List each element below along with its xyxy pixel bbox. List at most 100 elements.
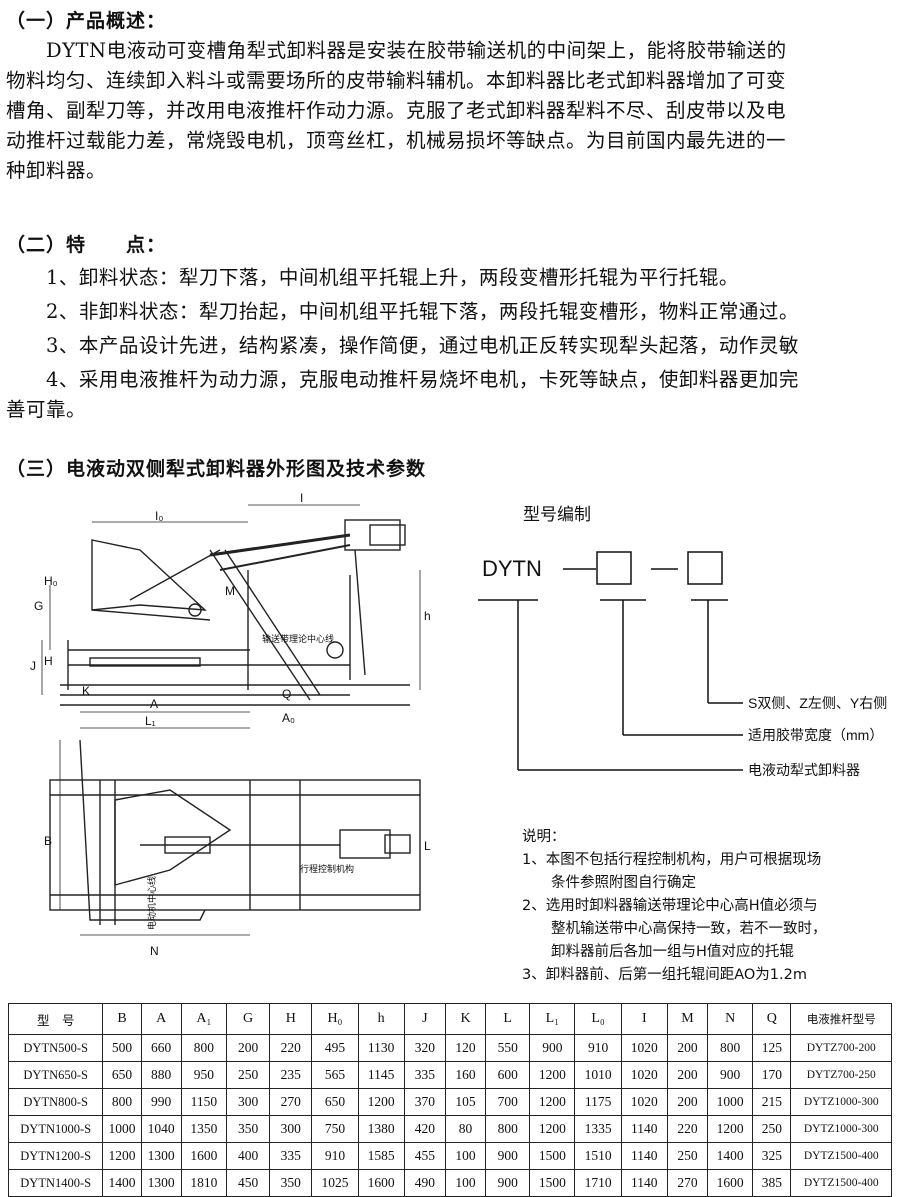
dim-label-L: L [424, 839, 431, 853]
table-cell: 1140 [620, 1115, 668, 1143]
table-cell: 700 [485, 1088, 531, 1116]
feature-item-continuation: 善可靠。 [6, 398, 87, 421]
table-cell: 160 [444, 1061, 487, 1089]
table-cell: 350 [225, 1115, 271, 1143]
table-cell: 495 [311, 1034, 359, 1062]
table-cell: 1200 [357, 1088, 405, 1116]
actuator-model-cell: DYTZ1500-400 [790, 1142, 892, 1170]
notes-block: 说明： 1、本图不包括行程控制机构，用户可根据现场 条件参照附图自行确定 2、选… [522, 826, 892, 987]
table-header-cell: I [620, 1003, 668, 1035]
overview-line: DYTN电液动可变槽角犁式卸料器是安装在胶带输送机的中间架上，能将胶带输送的 [46, 39, 787, 62]
dim-label-K: K [82, 684, 90, 698]
model-cell: DYTN1400-S [7, 1169, 104, 1197]
table-cell: 910 [574, 1034, 622, 1062]
table-cell: 100 [444, 1142, 487, 1170]
model-code-prefix: DYTN [482, 556, 542, 581]
table-cell: 335 [269, 1142, 313, 1170]
table-cell: 1510 [574, 1142, 622, 1170]
table-cell: 900 [485, 1169, 531, 1197]
actuator-model-cell: DYTZ700-250 [790, 1061, 892, 1089]
table-cell: 900 [529, 1034, 576, 1062]
table-header-cell: N [707, 1003, 754, 1035]
table-cell: 800 [707, 1034, 754, 1062]
dim-label-A0: A₀ [282, 711, 295, 725]
model-cell: DYTN1000-S [7, 1115, 104, 1143]
note-line: 2、选用时卸料器输送带理论中心高H值必须与 [522, 898, 818, 914]
table-cell: 80 [444, 1115, 487, 1143]
section-2-title: （二）特 点： [6, 234, 167, 256]
table-cell: 200 [666, 1088, 709, 1116]
table-cell: 1150 [180, 1088, 227, 1116]
feature-item: 1、卸料状态：犁刀下落，中间机组平托辊上升，两段变槽形托辊为平行托辊。 [46, 266, 739, 289]
model-code-title: 型号编制 [523, 505, 591, 524]
table-cell: 220 [269, 1034, 313, 1062]
travel-control-label: 行程控制机构 [300, 863, 354, 874]
table-cell: 1200 [529, 1088, 576, 1116]
motor-centerline-label: 电动机中心线 [146, 876, 157, 930]
table-cell: 1380 [357, 1115, 405, 1143]
table-cell: 1300 [140, 1142, 182, 1170]
table-cell: 900 [485, 1142, 531, 1170]
table-cell: 250 [225, 1061, 271, 1089]
table-cell: 650 [102, 1061, 142, 1089]
table-cell: 750 [311, 1115, 359, 1143]
note-line: 3、卸料器前、后第一组托辊间距AO为1.2m [522, 967, 807, 983]
table-header-cell: K [444, 1003, 487, 1035]
table-cell: 1300 [140, 1169, 182, 1197]
note-line: 整机输送带中心高保持一致，若不一致时， [522, 921, 827, 937]
table-cell: 300 [269, 1115, 313, 1143]
table-cell: 900 [707, 1061, 754, 1089]
dim-label-J: J [30, 659, 36, 673]
table-header-cell: L₁ [529, 1003, 576, 1035]
overview-line: 槽角、副犁刀等，并改用电液推杆作动力源。克服了老式卸料器犁料不尽、刮皮带以及电 [6, 99, 787, 122]
overview-paragraph: DYTN电液动可变槽角犁式卸料器是安装在胶带输送机的中间架上，能将胶带输送的 物… [6, 36, 892, 186]
table-header-cell: J [403, 1003, 446, 1035]
table-header-cell: A₁ [180, 1003, 227, 1035]
dim-label-M: M [225, 584, 235, 598]
table-cell: 1020 [620, 1061, 668, 1089]
table-header-cell: Q [752, 1003, 792, 1035]
table-cell: 1600 [707, 1169, 754, 1197]
table-cell: 1140 [620, 1142, 668, 1170]
table-cell: 1140 [620, 1169, 668, 1197]
table-cell: 1200 [529, 1061, 576, 1089]
table-cell: 120 [444, 1034, 487, 1062]
table-header-cell: H [269, 1003, 313, 1035]
section-1-title: （一）产品概述： [6, 10, 167, 32]
overview-line: 种卸料器。 [6, 159, 107, 182]
table-cell: 1130 [357, 1034, 405, 1062]
table-cell: 1020 [620, 1088, 668, 1116]
table-cell: 270 [666, 1169, 709, 1197]
model-code-legend-type: 电液动犁式卸料器 [748, 762, 860, 778]
table-cell: 600 [485, 1061, 531, 1089]
table-cell: 455 [403, 1142, 446, 1170]
table-cell: 125 [752, 1034, 792, 1062]
dim-label-G: G [34, 599, 43, 613]
table-cell: 660 [140, 1034, 182, 1062]
table-cell: 1200 [707, 1115, 754, 1143]
table-cell: 170 [752, 1061, 792, 1089]
notes-title: 说明： [522, 829, 566, 845]
table-cell: 325 [752, 1142, 792, 1170]
table-cell: 1145 [357, 1061, 405, 1089]
table-cell: 910 [311, 1142, 359, 1170]
table-cell: 235 [269, 1061, 313, 1089]
table-cell: 1400 [707, 1142, 754, 1170]
table-cell: 200 [666, 1034, 709, 1062]
table-cell: 1710 [574, 1169, 622, 1197]
table-cell: 335 [403, 1061, 446, 1089]
table-header-cell: 型 号 [7, 1003, 104, 1035]
table-cell: 800 [485, 1115, 531, 1143]
table-cell: 1020 [620, 1034, 668, 1062]
table-cell: 650 [311, 1088, 359, 1116]
table-cell: 220 [666, 1115, 709, 1143]
actuator-model-cell: DYTZ1500-400 [790, 1169, 892, 1197]
table-cell: 500 [102, 1034, 142, 1062]
dim-label-H0: H₀ [44, 574, 58, 588]
dim-label-I: I [300, 491, 303, 505]
note-line: 条件参照附图自行确定 [522, 875, 696, 891]
